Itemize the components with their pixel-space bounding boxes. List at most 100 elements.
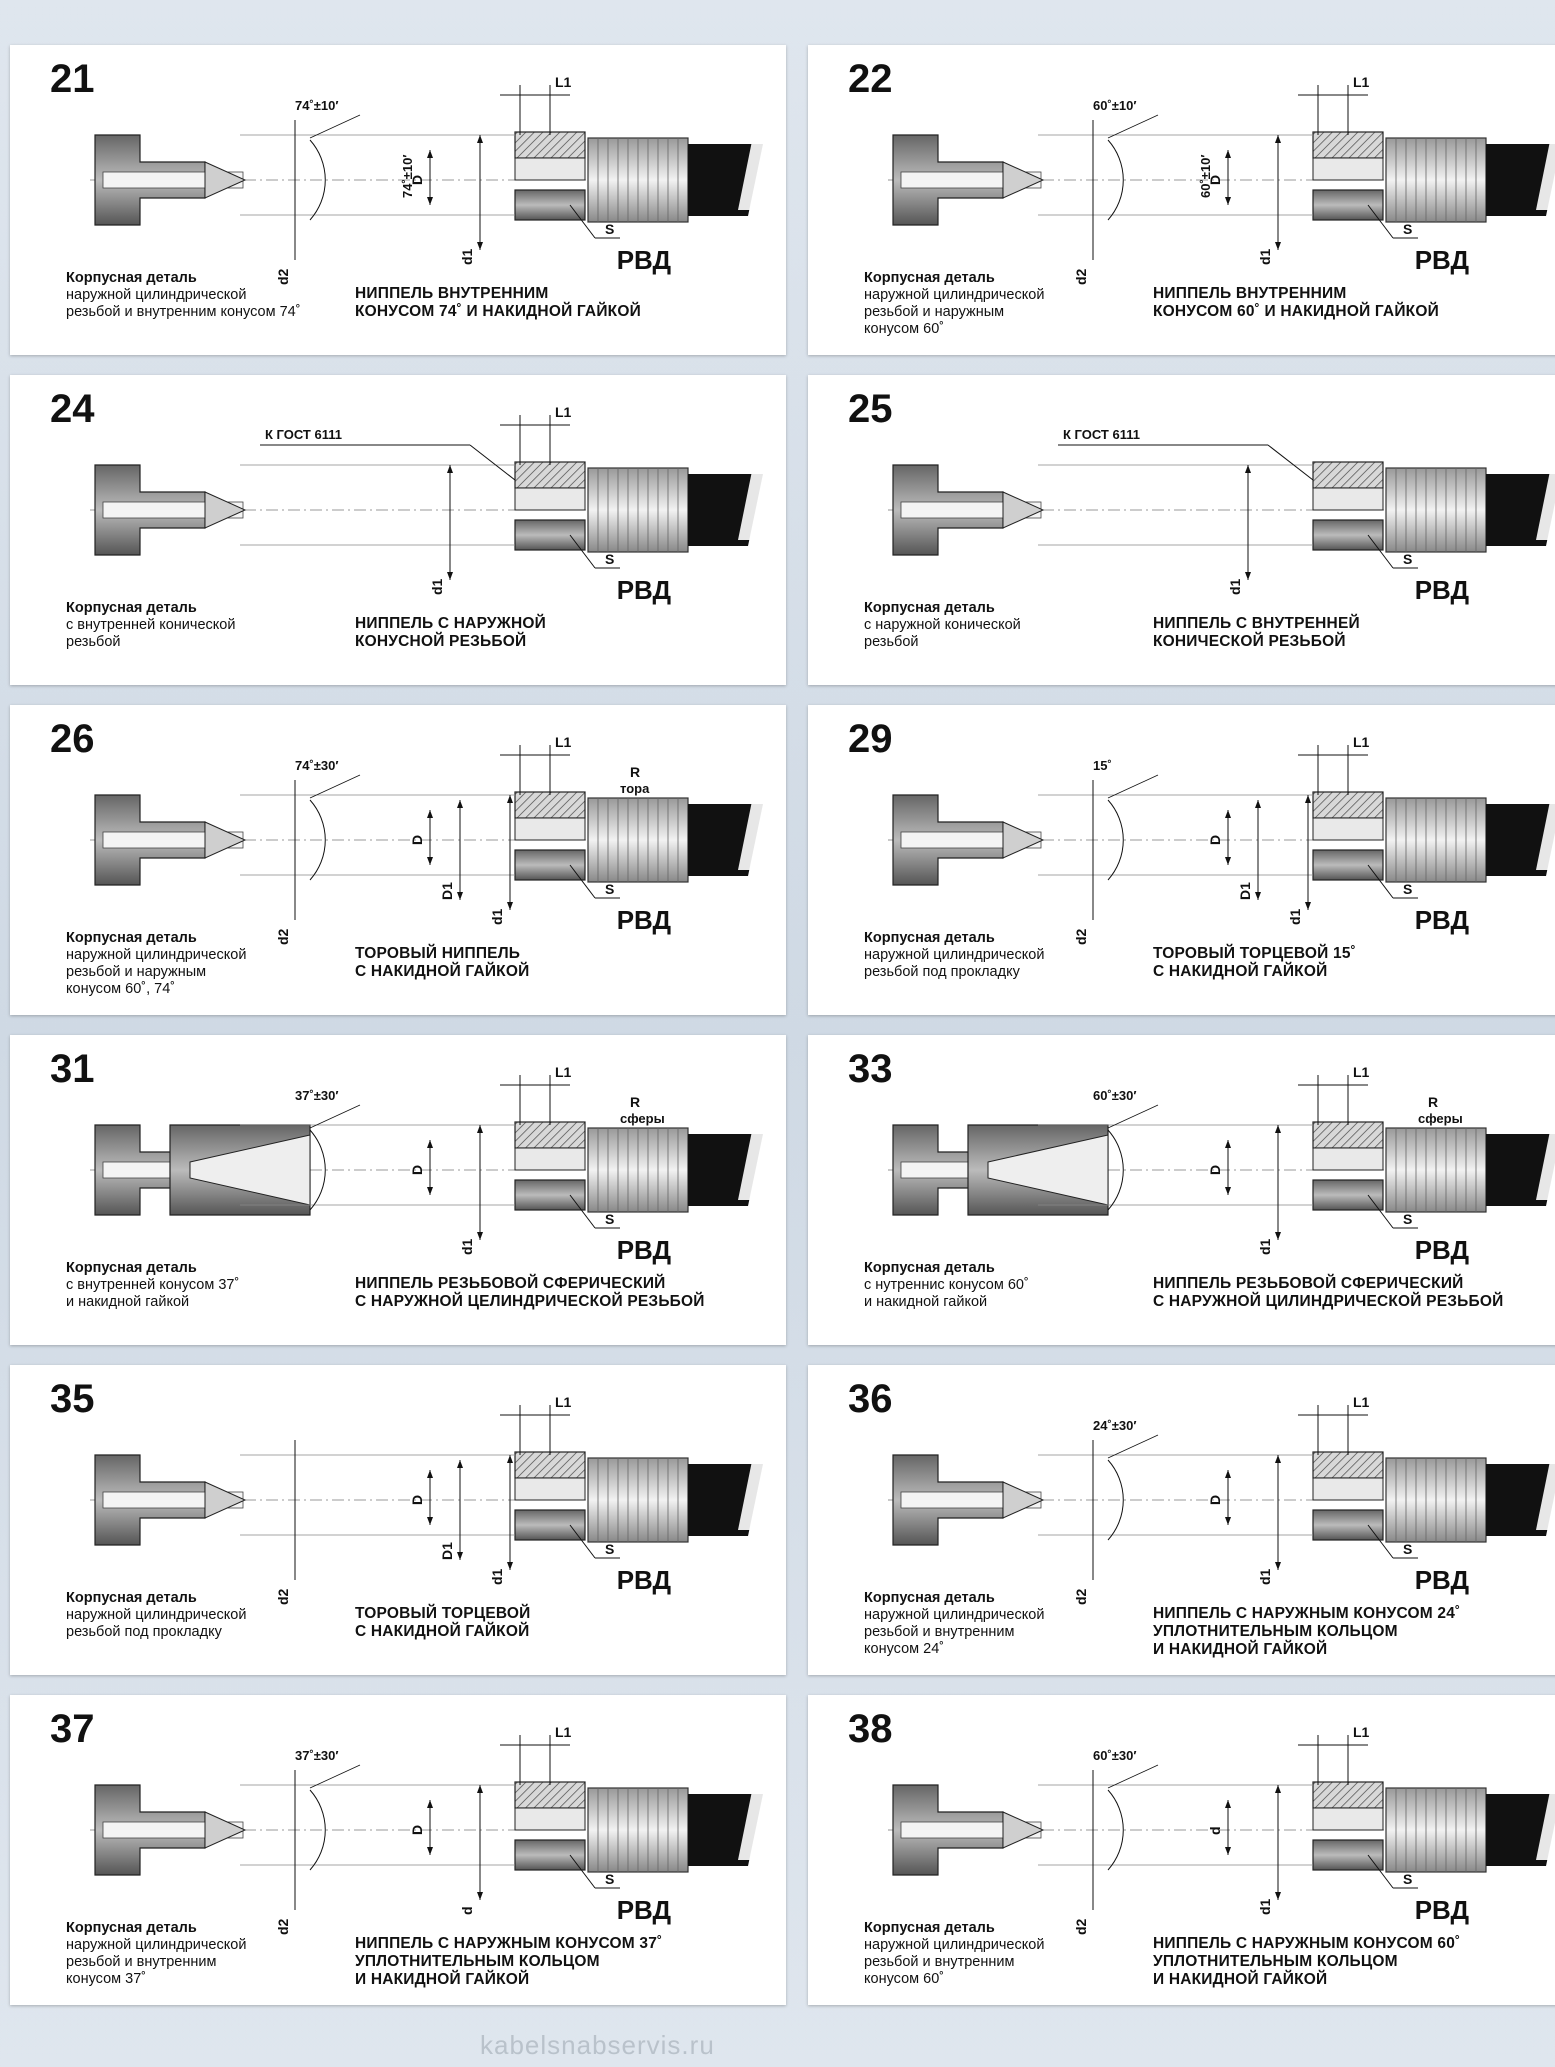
dim-D: D (409, 835, 425, 845)
nipple-caption: НИППЕЛЬ С НАРУЖНЫМ КОНУСОМ 37˚ УПЛОТНИТЕ… (355, 1935, 663, 1988)
union-nut (1312, 461, 1384, 551)
union-nut (1312, 1781, 1384, 1871)
body-part-description: наружной цилиндрической резьбой под прок… (864, 947, 1045, 980)
dim-angle-2: 74˚±10′ (400, 154, 415, 198)
body-part-description: наружной цилиндрической резьбой и внутре… (66, 287, 301, 320)
body-part-title: Корпусная деталь (66, 1920, 197, 1936)
nipple-caption: НИППЕЛЬ С НАРУЖНЫМ КОНУСОМ 24˚ УПЛОТНИТЕ… (1153, 1605, 1461, 1658)
body-part (94, 134, 247, 226)
fitting-number: 21 (50, 57, 95, 101)
body-part-description: с наружной конической резьбой (864, 617, 1021, 650)
dim-L1: L1 (555, 734, 572, 750)
union-nut (514, 1781, 586, 1871)
body-part-description: наружной цилиндрической резьбой и внутре… (66, 1937, 247, 1987)
dim-D1: D1 (1237, 882, 1253, 900)
body-part-title: Корпусная деталь (864, 600, 995, 616)
dim-S: S (1403, 1211, 1412, 1227)
hose-sleeve (587, 796, 773, 883)
dim-L1: L1 (1353, 734, 1370, 750)
body-part (892, 794, 1045, 886)
fitting-number: 37 (50, 1707, 95, 1751)
hose-sleeve (587, 136, 773, 223)
dim-d1: d1 (459, 1238, 475, 1255)
dim-S: S (605, 551, 614, 567)
dim-R-note: сферы (620, 1111, 665, 1126)
gost-reference: К ГОСТ 6111 (1063, 427, 1140, 442)
dim-S: S (1403, 1871, 1412, 1887)
dim-angle: 37˚±30′ (295, 1088, 339, 1103)
dim-L1: L1 (555, 404, 572, 420)
body-part-title: Корпусная деталь (66, 270, 197, 286)
dim-L1: L1 (1353, 74, 1370, 90)
body-part (892, 134, 1045, 226)
body-part-title: Корпусная деталь (864, 1920, 995, 1936)
dim-d2: d2 (275, 1588, 291, 1605)
hose-sleeve (1385, 136, 1555, 223)
dim-d2: d2 (1073, 1918, 1089, 1935)
dim-S: S (1403, 881, 1412, 897)
body-part (94, 1454, 247, 1546)
hose-sleeve (1385, 796, 1555, 883)
dim-D: D (1207, 1495, 1223, 1505)
rvd-label: РВД (1414, 1235, 1469, 1265)
dim-angle: 15˚ (1093, 758, 1112, 773)
dim-d1: d1 (1257, 1238, 1273, 1255)
dim-S: S (605, 1541, 614, 1557)
dim-S: S (605, 221, 614, 237)
dim-d2: d2 (1073, 1588, 1089, 1605)
dim-L1: L1 (555, 1064, 572, 1080)
body-part-title: Корпусная деталь (864, 930, 995, 946)
dim-D1: D1 (439, 1542, 455, 1560)
dim-R-note: тора (620, 781, 650, 796)
rvd-label: РВД (616, 905, 671, 935)
body-part (94, 794, 247, 886)
dim-L1: L1 (1353, 1064, 1370, 1080)
gost-reference: К ГОСТ 6111 (265, 427, 342, 442)
rvd-label: РВД (616, 245, 671, 275)
rvd-label: РВД (1414, 905, 1469, 935)
dim-angle-2: 60˚±10′ (1198, 154, 1213, 198)
dim-angle: 74˚±10′ (295, 98, 339, 113)
dim-R-note: сферы (1418, 1111, 1463, 1126)
nipple-caption: НИППЕЛЬ ВНУТРЕННИМ КОНУСОМ 74˚ И НАКИДНО… (355, 285, 641, 320)
rvd-label: РВД (1414, 245, 1469, 275)
dim-d1: d1 (459, 248, 475, 265)
dim-angle: 60˚±30′ (1093, 1088, 1137, 1103)
rvd-label: РВД (616, 1235, 671, 1265)
dim-S: S (605, 1871, 614, 1887)
dim-L1: L1 (555, 1724, 572, 1740)
body-part (892, 1784, 1045, 1876)
fitting-number: 31 (50, 1047, 95, 1091)
fitting-number: 24 (50, 387, 95, 431)
dim-D: d (1207, 1826, 1223, 1835)
nipple-caption: НИППЕЛЬ РЕЗЬБОВОЙ СФЕРИЧЕСКИЙ С НАРУЖНОЙ… (1153, 1275, 1504, 1310)
body-part-description: наружной цилиндрической резьбой под прок… (66, 1607, 247, 1640)
hose-sleeve (1385, 466, 1555, 553)
hose-sleeve (587, 1126, 773, 1213)
union-nut (1312, 791, 1384, 881)
dim-L1: L1 (1353, 1394, 1370, 1410)
hose-sleeve (1385, 1126, 1555, 1213)
body-part (94, 464, 247, 556)
